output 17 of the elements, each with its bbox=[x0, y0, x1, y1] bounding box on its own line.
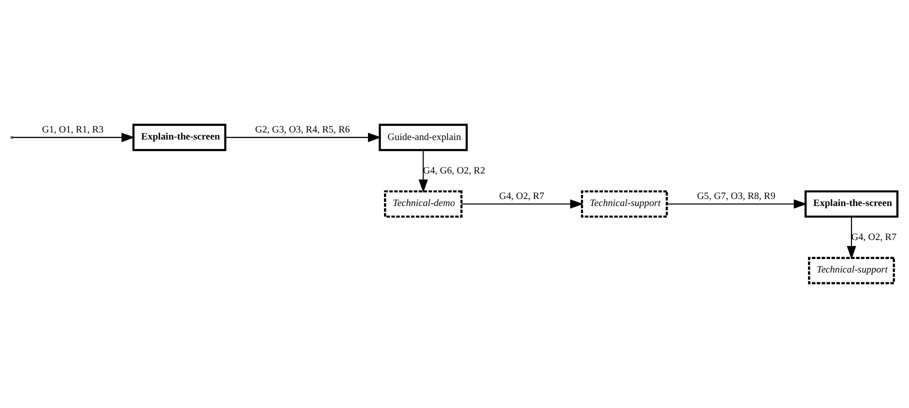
edge-label: G4, O2, R7 bbox=[851, 232, 897, 243]
node-box: Guide-and-explain bbox=[378, 124, 468, 152]
edge-label: G1, O1, R1, R3 bbox=[42, 124, 104, 136]
arrow bbox=[666, 199, 808, 209]
node-box: Explain-the-screen bbox=[132, 124, 226, 152]
node-box: Technical-demo bbox=[384, 190, 463, 218]
node-box: Technical-support bbox=[808, 256, 895, 284]
node-box: Technical-support bbox=[580, 190, 668, 218]
edge-label: G5, G7, O3, R8, R9 bbox=[697, 191, 776, 202]
arrow bbox=[846, 216, 856, 260]
arrow bbox=[12, 132, 135, 142]
edge-label: G4, O2, R7 bbox=[499, 191, 544, 202]
edge-label: G2, G3, O3, R4, R5, R6 bbox=[255, 124, 350, 136]
arrow bbox=[462, 199, 584, 209]
arrow bbox=[226, 132, 382, 142]
arrow bbox=[418, 150, 428, 193]
node-box: Explain-the-screen bbox=[804, 190, 898, 218]
